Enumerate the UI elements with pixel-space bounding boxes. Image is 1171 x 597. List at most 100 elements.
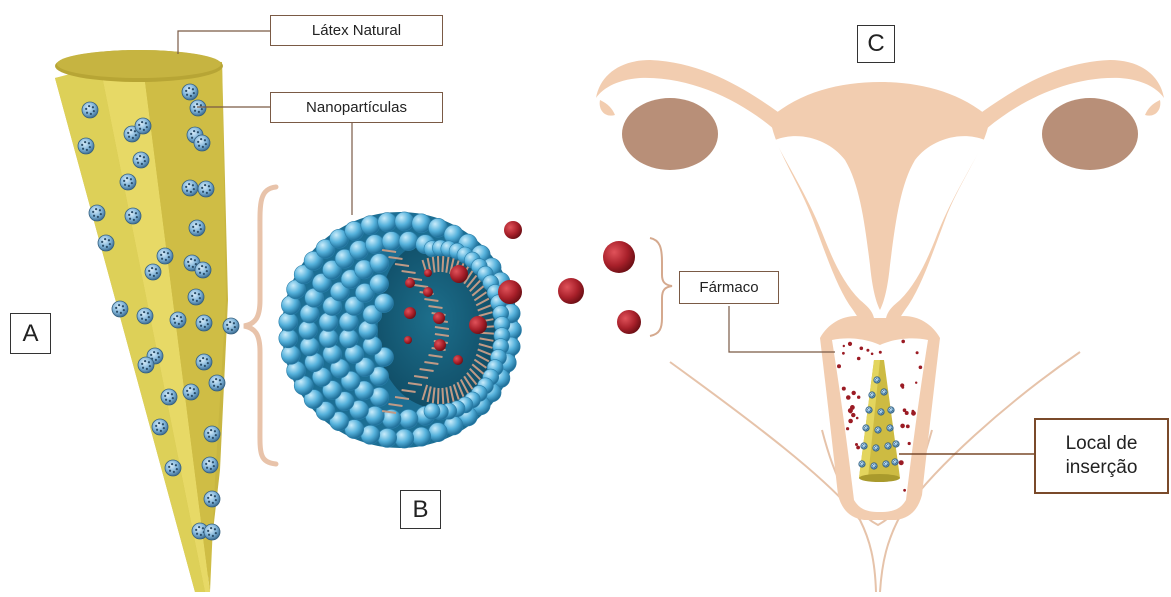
nanoparticle [888,407,894,413]
nanoparticle-dot [101,241,103,243]
nanoparticle-dot [138,124,140,126]
nanoparticle [138,357,154,373]
nanoparticle-dot [889,446,890,447]
nanoparticle-dot [207,530,209,532]
nanoparticle-dot [148,316,150,318]
nanoparticle [881,389,887,395]
nanoparticle [204,491,220,507]
lipid-head [339,329,358,348]
nanoparticle-dot [886,447,887,448]
nanoparticle-dot [150,354,152,356]
nanoparticle [98,235,114,251]
nanoparticle-dot [885,392,886,393]
nanoparticle-dot [199,297,201,299]
nanoparticle-dot [231,329,233,331]
nanoparticle-dot [147,312,149,314]
nanoparticle-dot [141,318,143,320]
nanoparticle-dot [89,146,91,148]
nanoparticle-dot [190,191,192,193]
nanoparticle-dot [220,383,222,385]
nanoparticle-dot [203,273,205,275]
nanoparticle-dot [212,535,214,537]
nanoparticle-dot [195,223,197,225]
nanoparticle-dot [213,385,215,387]
nanoparticle-dot [120,312,122,314]
nanoparticle [887,425,893,431]
nanoparticle-dot [870,410,871,411]
nanoparticle-dot [892,408,893,409]
nanoparticle [165,460,181,476]
panel-b-label: B [400,490,441,529]
panel-c-label: C [857,25,895,63]
nanoparticle-dot [894,460,895,461]
nanoparticle-dot [118,304,120,306]
drug-dot [879,351,882,354]
drug-dot [911,411,916,416]
nanoparticle-dot [196,103,198,105]
nanoparticle-dot [163,427,165,429]
nanoparticle [885,443,891,449]
brace-drug [650,238,672,336]
nanoparticle-dot [201,187,203,189]
lipid-tail [438,388,439,404]
nanoparticle-dot [229,321,231,323]
nanoparticle-dot [132,137,134,139]
nanoparticle-dot [99,209,101,211]
nanoparticle-dot [887,444,888,445]
drug-dot [842,387,846,391]
nanoparticle-dot [188,183,190,185]
nanoparticle-dot [884,463,885,464]
nanoparticle-dot [144,160,146,162]
nanoparticle [190,100,206,116]
nanoparticle [892,459,898,465]
nanoparticle-dot [207,362,209,364]
nanoparticle-dot [870,394,871,395]
nanoparticle-dot [202,357,204,359]
nanoparticle-dot [878,380,879,381]
nanoparticle-dot [887,462,888,463]
drug-dot [905,411,909,415]
nanoparticle-dot [128,214,130,216]
nanoparticle [871,463,877,469]
nanoparticle-dot [102,245,104,247]
nanoparticle-dot [148,270,150,272]
nanoparticle-dot [867,428,868,429]
brace-left [244,187,276,464]
nanoparticle-dot [135,134,137,136]
nanoparticle-dot [140,314,142,316]
nanoparticle-dot [884,465,885,466]
nanoparticle-dot [882,412,883,413]
nanoparticle-dot [888,429,889,430]
nanoparticle-dot [874,447,875,448]
nanoparticle-dot [172,397,174,399]
drug-dot [866,349,869,352]
nanoparticle-dot [206,270,208,272]
nanoparticle-dot [210,527,212,529]
nanoparticle-dot [215,378,217,380]
nanoparticle-dot [889,411,890,412]
nanoparticle-dot [186,190,188,192]
drug-particle [504,221,522,239]
nanoparticle-dot [882,393,883,394]
nanoparticle-dot [190,258,192,260]
nanoparticle-dot [205,463,207,465]
lipid-tail [442,256,443,272]
nanoparticle-dot [130,129,132,131]
nanoparticle-dot [190,133,192,135]
nanoparticle-dot [215,499,217,501]
nanoparticle [874,377,880,383]
nanoparticle-dot [206,192,208,194]
nanoparticle-dot [204,326,206,328]
drug-dot [906,425,910,429]
drug-dot [915,382,917,384]
nanoparticle-dot [144,360,146,362]
nanoparticle-dot [173,318,175,320]
nanoparticle [861,443,867,449]
nanoparticle-dot [210,468,212,470]
drug-particle [405,278,415,288]
drug-dot [851,413,855,417]
nanoparticle-dot [200,364,202,366]
nanoparticle-dot [202,527,204,529]
nanoparticle-dot [864,427,865,428]
